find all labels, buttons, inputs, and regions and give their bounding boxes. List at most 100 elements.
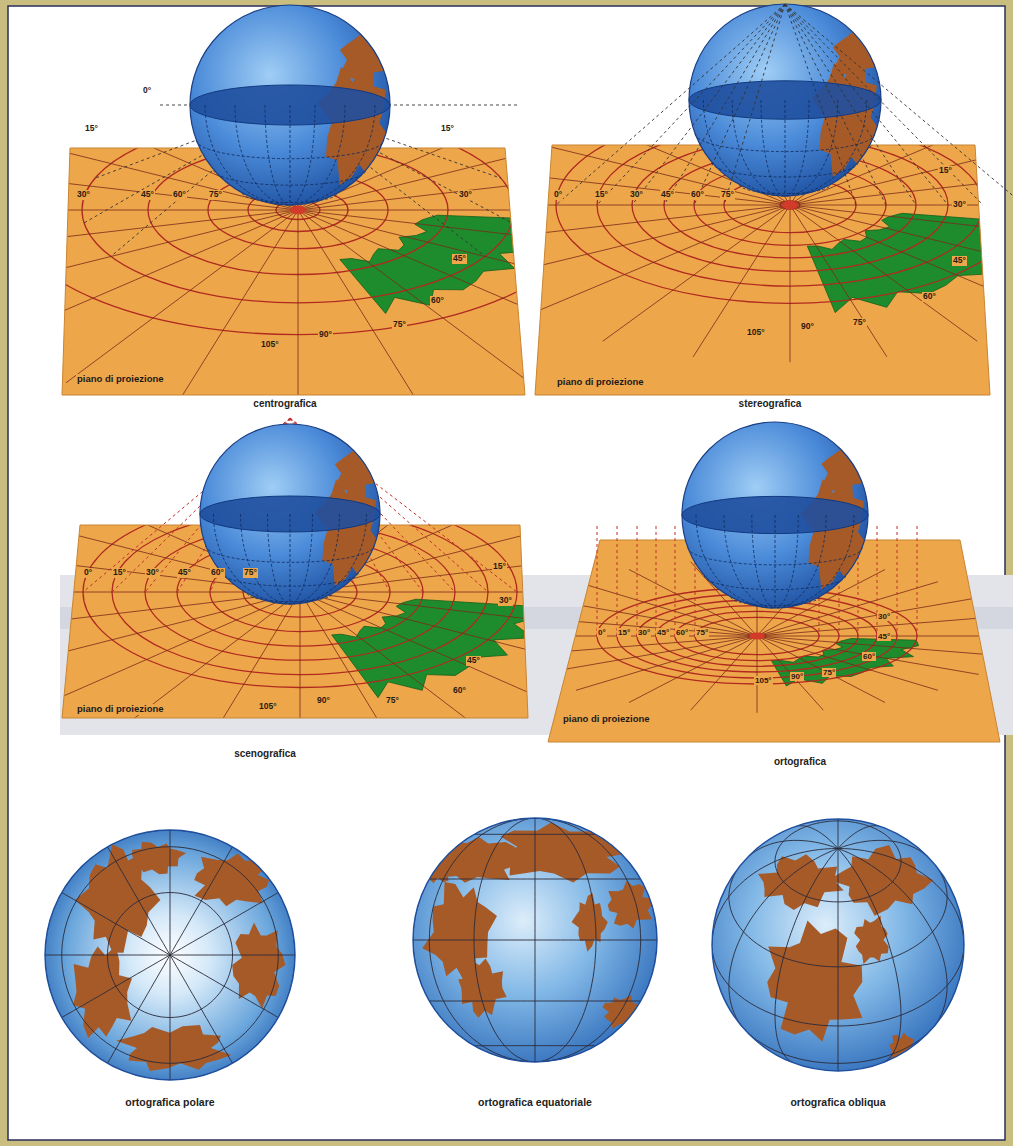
globe (190, 5, 392, 205)
meridian-ray (0, 210, 298, 211)
degree-label: 30° (877, 612, 891, 621)
projection-ray (597, 4, 785, 205)
degree-label: 105° (754, 676, 773, 685)
meridian-ray (629, 636, 757, 703)
meridian-ray (691, 636, 757, 710)
degree-label: 15° (440, 124, 455, 134)
meridian-ray (416, 205, 790, 206)
orthographic-globe (45, 830, 295, 1080)
graticule-line (838, 819, 839, 849)
projection-ray (785, 4, 948, 205)
degree-label: 45° (140, 190, 155, 200)
meridian-line (752, 515, 775, 608)
degree-label: 30° (145, 568, 160, 578)
plane-label: piano di proiezione (76, 704, 165, 715)
graticule-line (45, 830, 295, 1080)
page-sheet (8, 6, 1005, 1140)
degree-label: 45° (177, 568, 192, 578)
meridian-ray (298, 210, 530, 383)
graticule-line (429, 879, 640, 880)
meridian-line (290, 105, 375, 205)
graticule-line (744, 1028, 933, 1063)
pole-point (290, 206, 306, 215)
meridian-ray (757, 636, 885, 703)
degree-label: 105° (746, 328, 766, 338)
parallel-line (243, 193, 338, 203)
degree-label: 75° (392, 320, 407, 330)
land-mass (854, 916, 889, 965)
meridian-ray (525, 205, 790, 316)
graticule-line (474, 834, 596, 835)
degree-label: 30° (498, 596, 513, 606)
pole-point (782, 201, 798, 210)
orthographic-globe (413, 818, 657, 1062)
degree-label: 60° (922, 292, 937, 302)
meridian-line (785, 100, 838, 196)
meridian-ray (300, 592, 546, 700)
land-mass (419, 848, 453, 883)
parallel-line (739, 185, 830, 194)
globe-sphere (682, 422, 868, 608)
globe (682, 422, 870, 608)
degree-label: 30° (76, 190, 91, 200)
globe-outline (190, 5, 390, 205)
globe-caption: ortografica obliqua (789, 1096, 886, 1108)
degree-label: 15° (938, 166, 953, 176)
degree-label: 60° (452, 686, 467, 696)
meridian-line (775, 515, 826, 608)
meridian-ray (178, 210, 298, 403)
globe-outline (200, 424, 380, 604)
projection-caption: scenografica (233, 748, 297, 760)
meridian-ray (757, 636, 979, 674)
degree-label: 15° (84, 124, 99, 134)
meridian-ray (603, 205, 790, 341)
meridian-ray (0, 592, 300, 632)
projection-ray (556, 4, 785, 205)
degree-label: 90° (800, 322, 815, 332)
meridian-ray (300, 592, 474, 724)
graticule-line (474, 1045, 596, 1046)
land-mass (767, 921, 862, 1042)
meridian-line (290, 514, 340, 604)
meridian-line (775, 515, 854, 608)
degree-label: 15° (492, 562, 507, 572)
meridian-ray (298, 210, 299, 410)
globe-outline (682, 422, 868, 608)
degree-label: 60° (675, 628, 689, 637)
projection-ray (724, 4, 785, 205)
meridian-ray (757, 636, 938, 690)
projection-ray (897, 526, 898, 636)
meridian-ray (300, 592, 390, 740)
graticule-line (712, 948, 964, 1026)
pole-point (749, 633, 765, 640)
parallel-line (712, 162, 858, 177)
projection-ray (656, 526, 657, 636)
degree-label: 45° (466, 656, 481, 666)
graticule-line (838, 849, 839, 1071)
meridian-line (732, 100, 785, 196)
globe-outline (689, 4, 881, 196)
projection-caption: ortografica (773, 756, 827, 768)
globe-content (45, 830, 295, 1080)
projection-ray (785, 4, 1013, 205)
meridian-line (241, 514, 291, 604)
meridian-ray (0, 210, 298, 310)
degree-label: 45° (452, 254, 467, 264)
parallel-line (731, 597, 819, 606)
meridian-ray (55, 592, 301, 700)
projection-ray (785, 4, 886, 205)
graticule-line (775, 849, 838, 1063)
graticule-line (62, 847, 278, 1064)
graticule-line (729, 866, 947, 967)
degree-label: 45° (877, 632, 891, 641)
degree-label: 60° (210, 568, 225, 578)
degree-label: 60° (430, 296, 445, 306)
degree-label: 90° (318, 330, 333, 340)
meridian-line (205, 105, 290, 205)
degree-label: 60° (690, 190, 705, 200)
globe-sphere (689, 4, 881, 196)
projection-ray (785, 4, 983, 205)
parallel-line (247, 593, 332, 602)
graticule-line (775, 821, 901, 902)
